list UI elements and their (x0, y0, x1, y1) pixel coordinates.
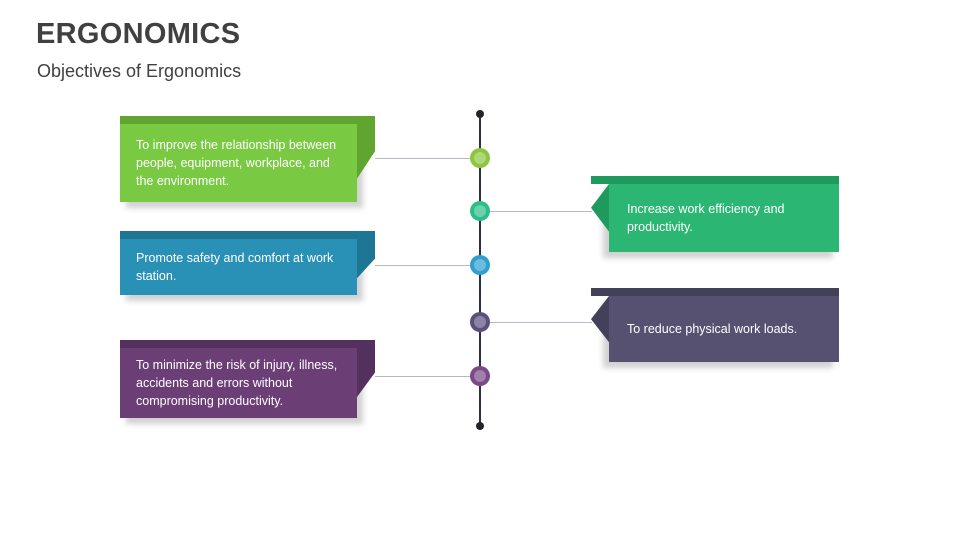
objective-banner-right-1[interactable]: Increase work efficiency and productivit… (591, 176, 839, 258)
banner-body: To minimize the risk of injury, illness,… (120, 348, 357, 418)
banner-arrow-icon (357, 348, 375, 397)
objective-banner-left-3[interactable]: To minimize the risk of injury, illness,… (120, 340, 375, 424)
banner-body: To improve the relationship between peop… (120, 124, 357, 202)
objective-text: Promote safety and comfort at work stati… (136, 251, 334, 283)
spine-cap-top-icon (476, 110, 484, 118)
objective-text: Increase work efficiency and productivit… (627, 202, 785, 234)
connector-right-2 (480, 322, 592, 323)
banner-arrow-icon (357, 239, 375, 279)
banner-top-strip (120, 231, 375, 239)
connector-right-1 (480, 211, 592, 212)
banner-top-strip (591, 288, 839, 296)
timeline-node-4[interactable] (470, 312, 490, 332)
objective-text: To minimize the risk of injury, illness,… (136, 358, 338, 408)
banner-arrow-icon (591, 296, 609, 362)
objective-banner-left-1[interactable]: To improve the relationship between peop… (120, 116, 375, 208)
banner-arrow-icon (591, 184, 609, 252)
banner-top-strip (120, 340, 375, 348)
connector-left-2 (375, 265, 480, 266)
connector-left-1 (375, 158, 480, 159)
timeline-node-5[interactable] (470, 366, 490, 386)
banner-top-strip (591, 176, 839, 184)
timeline-node-3[interactable] (470, 255, 490, 275)
objective-text: To improve the relationship between peop… (136, 138, 337, 188)
banner-arrow-icon (357, 124, 375, 179)
page-title: ERGONOMICS (36, 18, 241, 50)
banner-body: Increase work efficiency and productivit… (609, 184, 839, 252)
timeline-node-1[interactable] (470, 148, 490, 168)
banner-top-strip (120, 116, 375, 124)
objective-banner-left-2[interactable]: Promote safety and comfort at work stati… (120, 231, 375, 301)
banner-body: Promote safety and comfort at work stati… (120, 239, 357, 295)
objective-banner-right-2[interactable]: To reduce physical work loads. (591, 288, 839, 368)
banner-body: To reduce physical work loads. (609, 296, 839, 362)
connector-left-3 (375, 376, 480, 377)
timeline-node-2[interactable] (470, 201, 490, 221)
spine-cap-bottom-icon (476, 422, 484, 430)
objective-text: To reduce physical work loads. (627, 322, 798, 336)
page-subtitle: Objectives of Ergonomics (37, 61, 242, 81)
